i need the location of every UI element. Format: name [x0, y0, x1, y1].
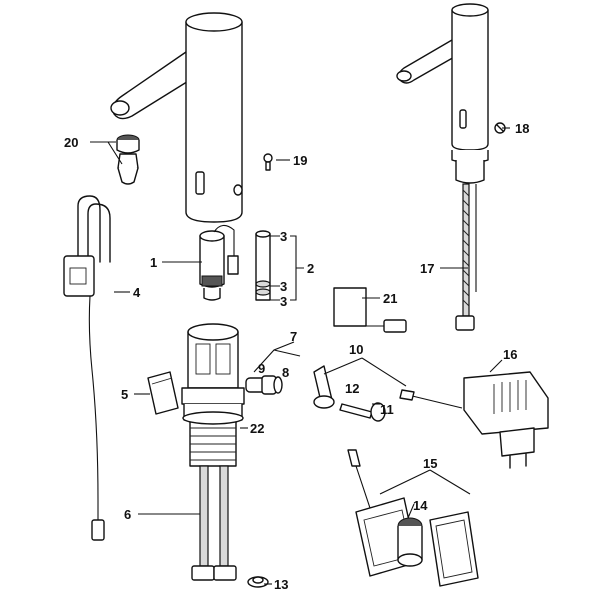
callout-18: 18	[515, 121, 529, 136]
supply-hoses-6	[191, 465, 237, 581]
knob-11	[370, 402, 386, 422]
callout-4: 4	[133, 285, 141, 300]
callout-17: 17	[420, 261, 434, 276]
battery-14	[397, 517, 423, 567]
callout-15: 15	[423, 456, 437, 471]
callout-21: 21	[383, 291, 397, 306]
callout-3-middle: 3	[280, 279, 287, 294]
o-ring-22	[182, 411, 244, 425]
callout-labels: 20 19 18 1 3 3 3 2 4 17 21 7 9 8 10 16 5…	[64, 121, 529, 592]
filter-tube-2	[255, 230, 271, 301]
callout-12: 12	[345, 381, 359, 396]
callout-10: 10	[349, 342, 363, 357]
callout-13: 13	[274, 577, 288, 592]
faucet-body-right	[396, 3, 489, 331]
callout-5: 5	[121, 387, 128, 402]
faucet-body-main	[110, 12, 243, 223]
callout-14: 14	[413, 498, 428, 513]
callout-20: 20	[64, 135, 78, 150]
callout-22: 22	[250, 421, 264, 436]
callout-11: 11	[380, 402, 394, 417]
callout-8: 8	[282, 365, 289, 380]
solenoid-valve-1	[199, 224, 239, 301]
callout-16: 16	[503, 347, 517, 362]
power-adapter-16	[399, 371, 549, 469]
sensor-cable-4	[63, 195, 111, 541]
mixing-lever-10	[313, 365, 335, 409]
control-box-21	[333, 287, 407, 333]
leader-lines	[90, 127, 510, 585]
aerator-20	[116, 134, 140, 185]
callout-6: 6	[124, 507, 131, 522]
screw-12	[339, 403, 373, 419]
callout-2: 2	[307, 261, 314, 276]
valve-housing	[181, 323, 245, 467]
callout-7: 7	[290, 329, 297, 344]
callout-9: 9	[258, 361, 265, 376]
callout-19: 19	[293, 153, 307, 168]
fitting-8	[245, 375, 283, 395]
callout-3-top: 3	[280, 229, 287, 244]
callout-1: 1	[150, 255, 157, 270]
washer-13	[247, 576, 269, 588]
screw-19	[263, 153, 273, 171]
cover-plate-5	[147, 371, 179, 415]
callout-3-bottom: 3	[280, 294, 287, 309]
